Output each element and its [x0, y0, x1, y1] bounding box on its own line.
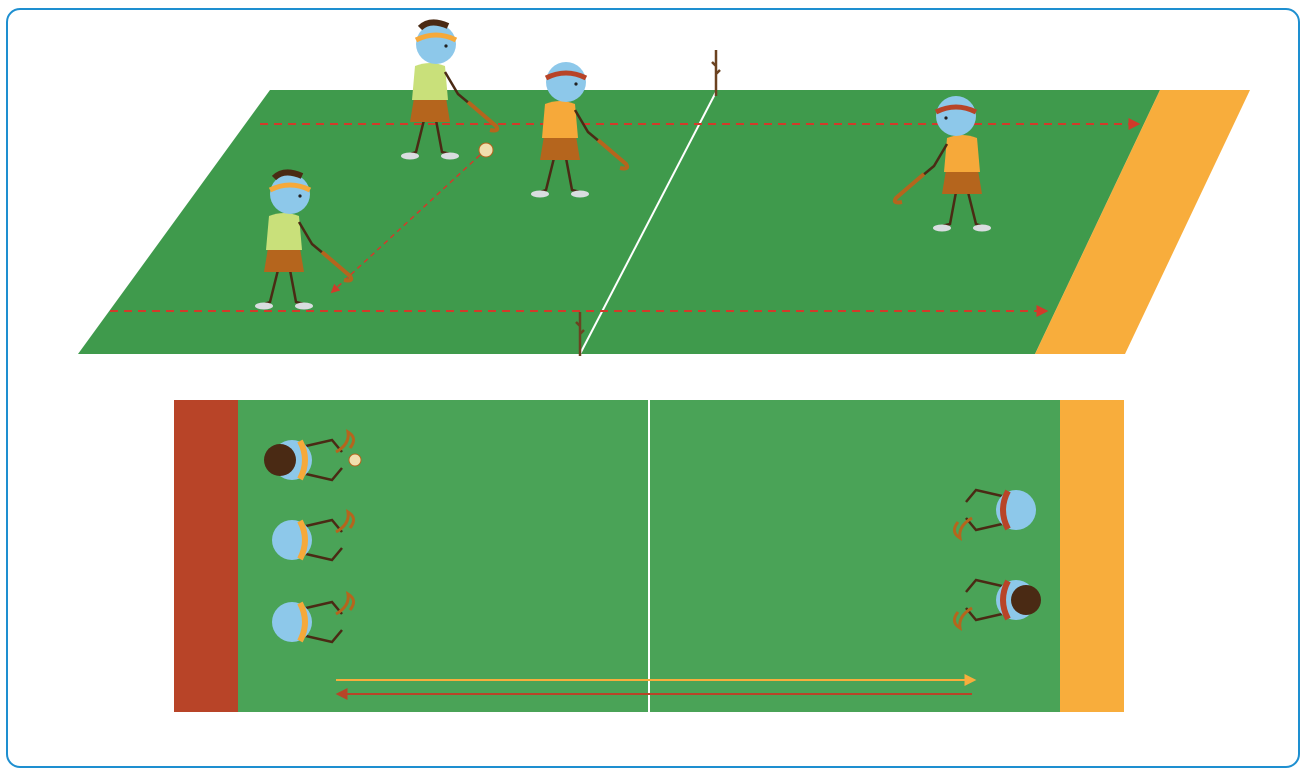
ball [349, 454, 361, 466]
goal-post-far [712, 50, 720, 96]
end-zone-home [174, 400, 238, 712]
perspective-field-view [78, 22, 1250, 356]
top-down-field-view [174, 400, 1124, 712]
end-zone-away [1060, 400, 1124, 712]
ball [479, 143, 493, 157]
field-surface [78, 90, 1160, 354]
hockey-drill-illustration [0, 0, 1308, 733]
